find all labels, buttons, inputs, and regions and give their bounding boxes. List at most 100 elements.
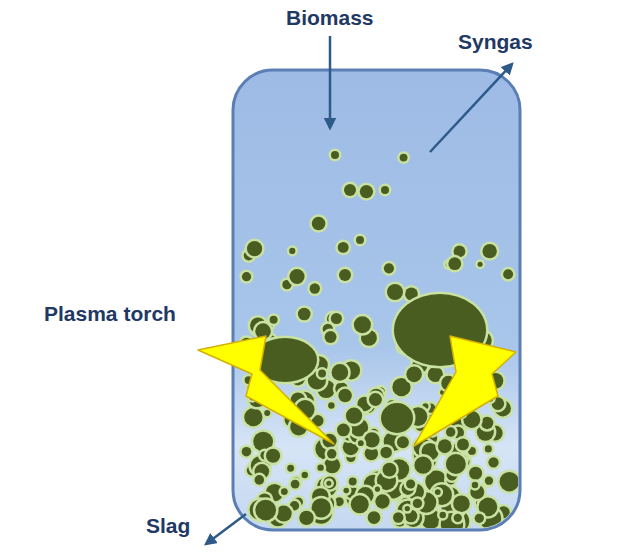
particle	[457, 438, 469, 450]
particle	[289, 248, 295, 254]
particle-halo	[357, 182, 375, 200]
particle-halo	[497, 469, 518, 493]
particle	[332, 364, 349, 381]
particle-halo	[267, 313, 280, 326]
particle-halo	[335, 421, 353, 439]
particle-halo	[455, 436, 472, 453]
particle-halo	[337, 267, 354, 284]
particle	[475, 514, 484, 523]
particle-halo	[412, 454, 434, 476]
torch-label: Plasma torch	[44, 302, 176, 325]
particle	[326, 481, 331, 486]
particle	[290, 269, 305, 284]
particle-halo	[379, 184, 392, 197]
particle-halo	[342, 182, 359, 199]
particle	[503, 269, 513, 279]
particle	[346, 408, 362, 424]
particle	[331, 151, 339, 159]
particle	[338, 242, 349, 253]
particle-halo	[287, 266, 307, 286]
particle	[331, 313, 342, 324]
particle	[478, 262, 483, 267]
particle	[500, 472, 518, 491]
particle	[287, 465, 294, 472]
particle	[453, 495, 470, 512]
particle	[387, 284, 403, 300]
particle-halo	[315, 462, 326, 473]
particle	[327, 449, 336, 458]
particle-halo	[397, 151, 410, 164]
particle	[448, 257, 461, 270]
particle-halo	[252, 473, 267, 488]
particle	[328, 402, 335, 409]
particle-halo	[285, 462, 297, 474]
particle	[337, 424, 350, 437]
particle	[446, 427, 455, 436]
particle	[325, 331, 337, 343]
particle-halo	[435, 437, 454, 456]
particle	[298, 308, 311, 321]
particle	[400, 154, 408, 162]
particle	[360, 185, 373, 198]
particle	[312, 217, 326, 231]
particle	[358, 440, 364, 446]
particle-halo	[253, 497, 279, 523]
particle	[446, 454, 466, 474]
particle-halo	[378, 444, 394, 460]
particle-halo	[325, 447, 339, 461]
particle-halo	[354, 234, 367, 247]
particle	[317, 464, 323, 470]
particle	[354, 316, 371, 333]
particle-halo	[472, 511, 486, 525]
particle	[485, 445, 492, 452]
particle-halo	[486, 455, 501, 470]
particle	[375, 494, 389, 508]
particle	[439, 512, 446, 519]
particle	[364, 432, 379, 447]
particle-halo	[336, 386, 354, 404]
particle-halo	[335, 239, 351, 255]
particle-halo	[451, 511, 464, 524]
product-label: Syngas	[458, 30, 533, 53]
particle-halo	[322, 329, 339, 346]
particle	[397, 436, 409, 448]
particle	[454, 514, 462, 522]
particle	[339, 269, 351, 281]
particle-halo	[324, 478, 334, 488]
biomass-particles	[238, 149, 518, 529]
particle	[435, 489, 441, 495]
particle	[344, 184, 356, 196]
particle	[368, 511, 381, 524]
particle-halo	[404, 477, 418, 491]
particle-halo	[475, 259, 485, 269]
particle-halo	[432, 487, 443, 498]
particle-halo	[501, 267, 516, 282]
particle-halo	[278, 486, 290, 498]
feed-arrow	[329, 36, 332, 128]
particle-halo	[348, 493, 371, 516]
particle	[393, 512, 403, 522]
particle	[264, 410, 270, 416]
particle	[310, 283, 320, 293]
particle-halo	[482, 443, 494, 455]
slag-label: Slag	[146, 514, 190, 537]
particle-halo	[295, 305, 313, 323]
particle	[405, 506, 410, 511]
particle-halo	[309, 214, 328, 233]
particle	[382, 463, 396, 477]
particle-halo	[346, 475, 359, 488]
particle	[482, 244, 496, 258]
particle-halo	[366, 391, 384, 409]
particle-halo	[404, 364, 425, 385]
particle	[242, 272, 251, 281]
slag-arrow	[206, 514, 246, 544]
particle	[381, 403, 413, 433]
particle-halo	[244, 239, 264, 259]
particle	[244, 408, 262, 426]
particle	[472, 482, 478, 488]
plasma-bolt	[414, 336, 516, 446]
particle-halo	[316, 367, 329, 380]
particle	[281, 488, 288, 495]
particle-halo	[329, 362, 351, 384]
particle-halo	[239, 444, 253, 458]
